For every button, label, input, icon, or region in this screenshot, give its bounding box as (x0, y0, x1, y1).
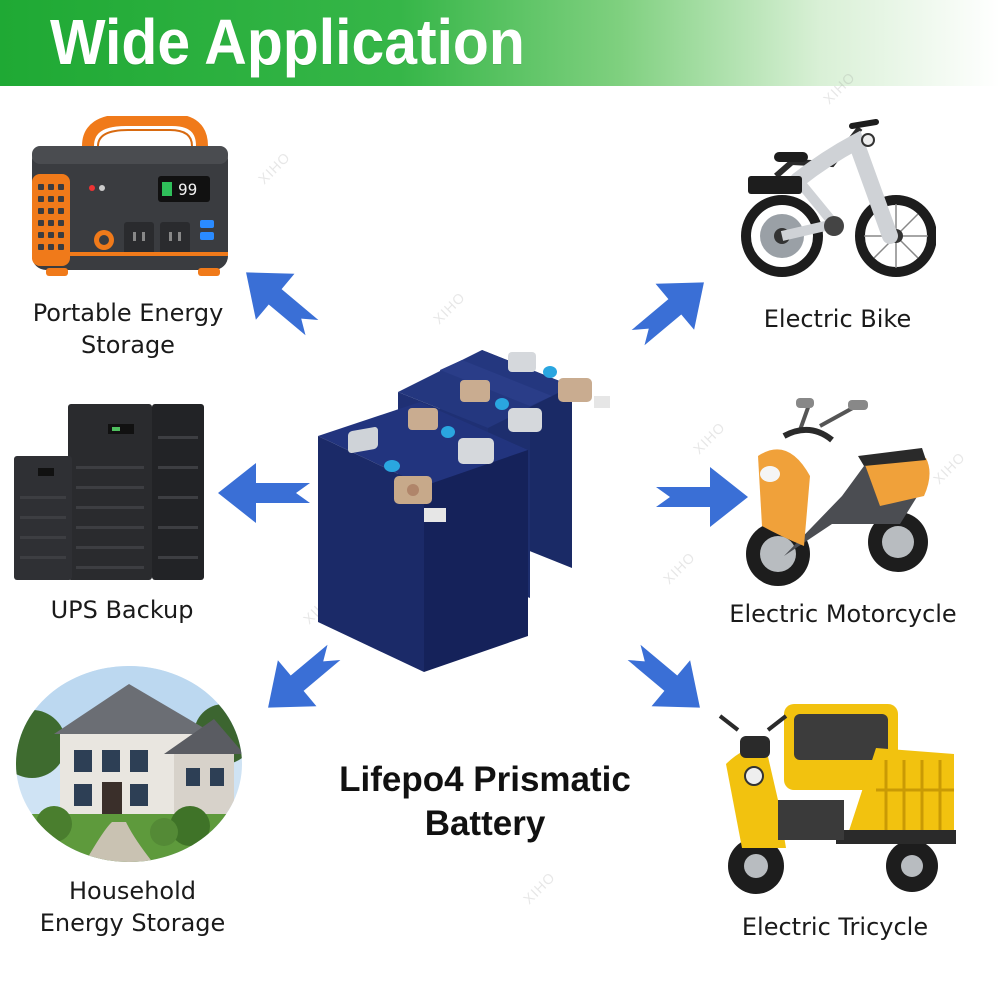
header-banner: Wide Application (0, 0, 1000, 86)
household-house-image (16, 666, 242, 862)
arrow-to-portable-storage-icon (246, 272, 319, 336)
watermark: XIHO (254, 148, 294, 188)
electric-motorcycle-image (746, 398, 930, 586)
label-electric-motorcycle: Electric Motorcycle (729, 600, 957, 628)
page-title: Wide Application (50, 6, 525, 78)
watermark: XIHO (659, 548, 699, 588)
battery-title: Lifepo4 Prismatic Battery (339, 760, 631, 843)
electric-bike-image (741, 119, 936, 277)
arrow-to-ups-backup-icon (218, 463, 310, 523)
label-household-energy-storage: Household Energy Storage (39, 877, 226, 937)
label-ups-backup: UPS Backup (50, 596, 194, 624)
electric-tricycle-image (718, 704, 956, 894)
arrow-to-electric-tricycle-icon (627, 644, 700, 708)
label-portable-energy-storage: Portable Energy Storage (32, 299, 224, 359)
label-electric-tricycle: Electric Tricycle (741, 913, 929, 941)
arrow-to-electric-bike-icon (631, 282, 704, 346)
portable-power-station-image: 99 (32, 116, 228, 276)
ups-backup-image (14, 404, 204, 580)
label-electric-bike: Electric Bike (763, 305, 912, 333)
lifepo4-battery-image (318, 350, 610, 672)
watermark: XIHO (689, 418, 729, 458)
arrow-to-electric-motorcycle-icon (656, 467, 748, 527)
display-readout: 99 (178, 180, 197, 199)
watermark: XIHO (429, 288, 469, 328)
watermark: XIHO (519, 868, 559, 908)
arrow-to-household-storage-icon (268, 644, 341, 708)
